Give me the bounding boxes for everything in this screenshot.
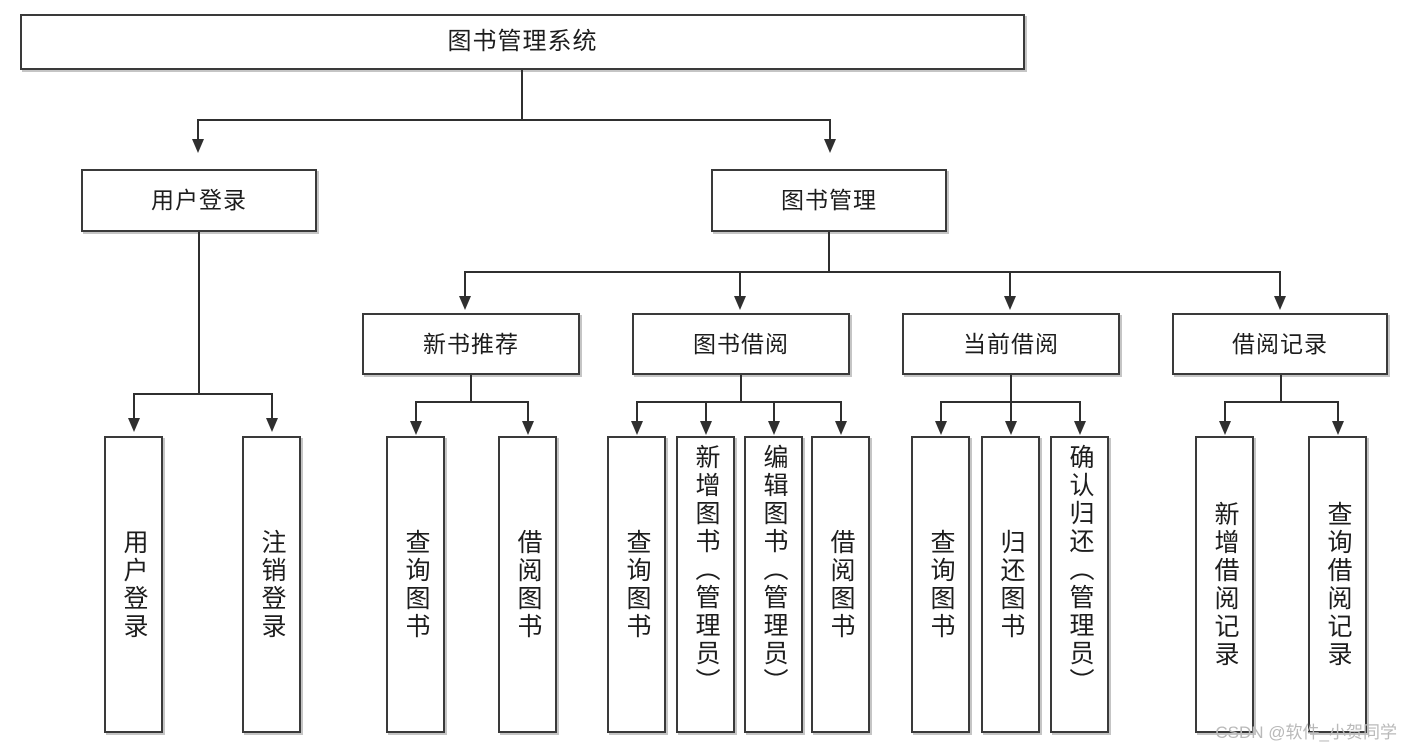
node-label: 查询图书 [402,528,430,641]
arrow-to-book-borrow [734,296,746,310]
leaf-cb-query-book[interactable]: 查询图书 [911,436,970,733]
connector-drop-br-query-record [1337,401,1339,425]
leaf-bb-borrow-book[interactable]: 借阅图书 [811,436,870,733]
node-label: 图书管理 [781,187,877,214]
connector-new-book-recommend-stem [470,375,472,402]
connector-user-login-bus [133,393,272,395]
connector-book-management-stem [828,232,830,272]
leaf-cb-return-book[interactable]: 归还图书 [981,436,1040,733]
arrow-to-user-login [192,139,204,153]
arrow-to-new-book-recommend [459,296,471,310]
arrow-to-nbr-borrow-book [522,421,534,435]
node-label: 当前借阅 [963,330,1059,357]
leaf-bb-query-book[interactable]: 查询图书 [607,436,666,733]
connector-drop-cb-return-book [1010,401,1012,425]
node-borrow-record[interactable]: 借阅记录 [1172,313,1388,375]
arrow-to-cb-return-book [1005,421,1017,435]
watermark: CSDN @软件_小贺同学 [1215,723,1397,742]
node-root-book-management-system[interactable]: 图书管理系统 [20,14,1025,70]
node-label: 编辑图书（管理员） [760,444,788,696]
arrow-to-br-add-record [1219,421,1231,435]
connector-user-login-stem [198,232,200,394]
arrow-to-book-management [824,139,836,153]
connector-drop-bb-add-book [705,401,707,425]
node-label: 图书借阅 [693,330,789,357]
connector-drop-borrow-record [1279,271,1281,301]
connector-root-stem [521,70,523,120]
connector-drop-bb-borrow-book [840,401,842,425]
node-label: 用户登录 [120,528,148,641]
connector-book-borrow-stem [740,375,742,402]
node-new-book-recommend[interactable]: 新书推荐 [362,313,580,375]
node-book-borrow[interactable]: 图书借阅 [632,313,850,375]
arrow-to-bb-query-book [631,421,643,435]
arrow-to-leaf-user-login [128,418,140,432]
arrow-to-cb-confirm-return [1074,421,1086,435]
connector-drop-book-borrow [739,271,741,301]
leaf-bb-edit-book[interactable]: 编辑图书（管理员） [744,436,803,733]
node-label: 借阅图书 [827,528,855,641]
node-label: 新增图书（管理员） [692,444,720,696]
connector-new-book-recommend-bus [415,401,528,403]
connector-current-borrow-stem [1010,375,1012,402]
arrow-to-nbr-query-book [410,421,422,435]
connector-drop-user-login [197,119,199,147]
arrow-to-bb-edit-book [768,421,780,435]
node-current-borrow[interactable]: 当前借阅 [902,313,1120,375]
leaf-br-query-record[interactable]: 查询借阅记录 [1308,436,1367,733]
node-label: 查询图书 [927,528,955,641]
node-user-login[interactable]: 用户登录 [81,169,317,232]
leaf-nbr-borrow-book[interactable]: 借阅图书 [498,436,557,733]
connector-drop-current-borrow [1009,271,1011,301]
connector-borrow-record-stem [1280,375,1282,402]
connector-drop-cb-confirm-return [1079,401,1081,425]
connector-drop-nbr-query-book [415,401,417,425]
arrow-to-borrow-record [1274,296,1286,310]
leaf-logout[interactable]: 注销登录 [242,436,301,733]
node-label: 图书管理系统 [447,28,598,55]
connector-level3-bus [464,271,1280,273]
node-label: 用户登录 [151,187,247,214]
connector-book-borrow-bus [636,401,842,403]
arrow-to-bb-add-book [700,421,712,435]
connector-borrow-record-bus [1224,401,1338,403]
connector-level1-bus [197,119,831,121]
arrow-to-br-query-record [1332,421,1344,435]
leaf-cb-confirm-return[interactable]: 确认归还（管理员） [1050,436,1109,733]
node-label: 注销登录 [258,528,286,641]
connector-drop-cb-query-book [940,401,942,425]
node-label: 新增借阅记录 [1211,500,1239,669]
connector-drop-leaf-logout [271,393,273,423]
arrow-to-leaf-logout [266,418,278,432]
node-label: 借阅记录 [1232,330,1328,357]
connector-drop-br-add-record [1224,401,1226,425]
connector-drop-nbr-borrow-book [527,401,529,425]
connector-drop-leaf-user-login [133,393,135,423]
connector-drop-book-management [829,119,831,147]
node-label: 新书推荐 [423,330,519,357]
leaf-br-add-record[interactable]: 新增借阅记录 [1195,436,1254,733]
node-label: 查询借阅记录 [1324,500,1352,669]
arrow-to-bb-borrow-book [835,421,847,435]
node-label: 查询图书 [623,528,651,641]
node-label: 借阅图书 [514,528,542,641]
leaf-nbr-query-book[interactable]: 查询图书 [386,436,445,733]
node-label: 归还图书 [997,528,1025,641]
connector-drop-bb-edit-book [773,401,775,425]
connector-drop-new-book-recommend [464,271,466,301]
leaf-bb-add-book[interactable]: 新增图书（管理员） [676,436,735,733]
arrow-to-cb-query-book [935,421,947,435]
arrow-to-current-borrow [1004,296,1016,310]
node-book-management[interactable]: 图书管理 [711,169,947,232]
connector-drop-bb-query-book [636,401,638,425]
node-label: 确认归还（管理员） [1066,444,1094,696]
leaf-user-login[interactable]: 用户登录 [104,436,163,733]
